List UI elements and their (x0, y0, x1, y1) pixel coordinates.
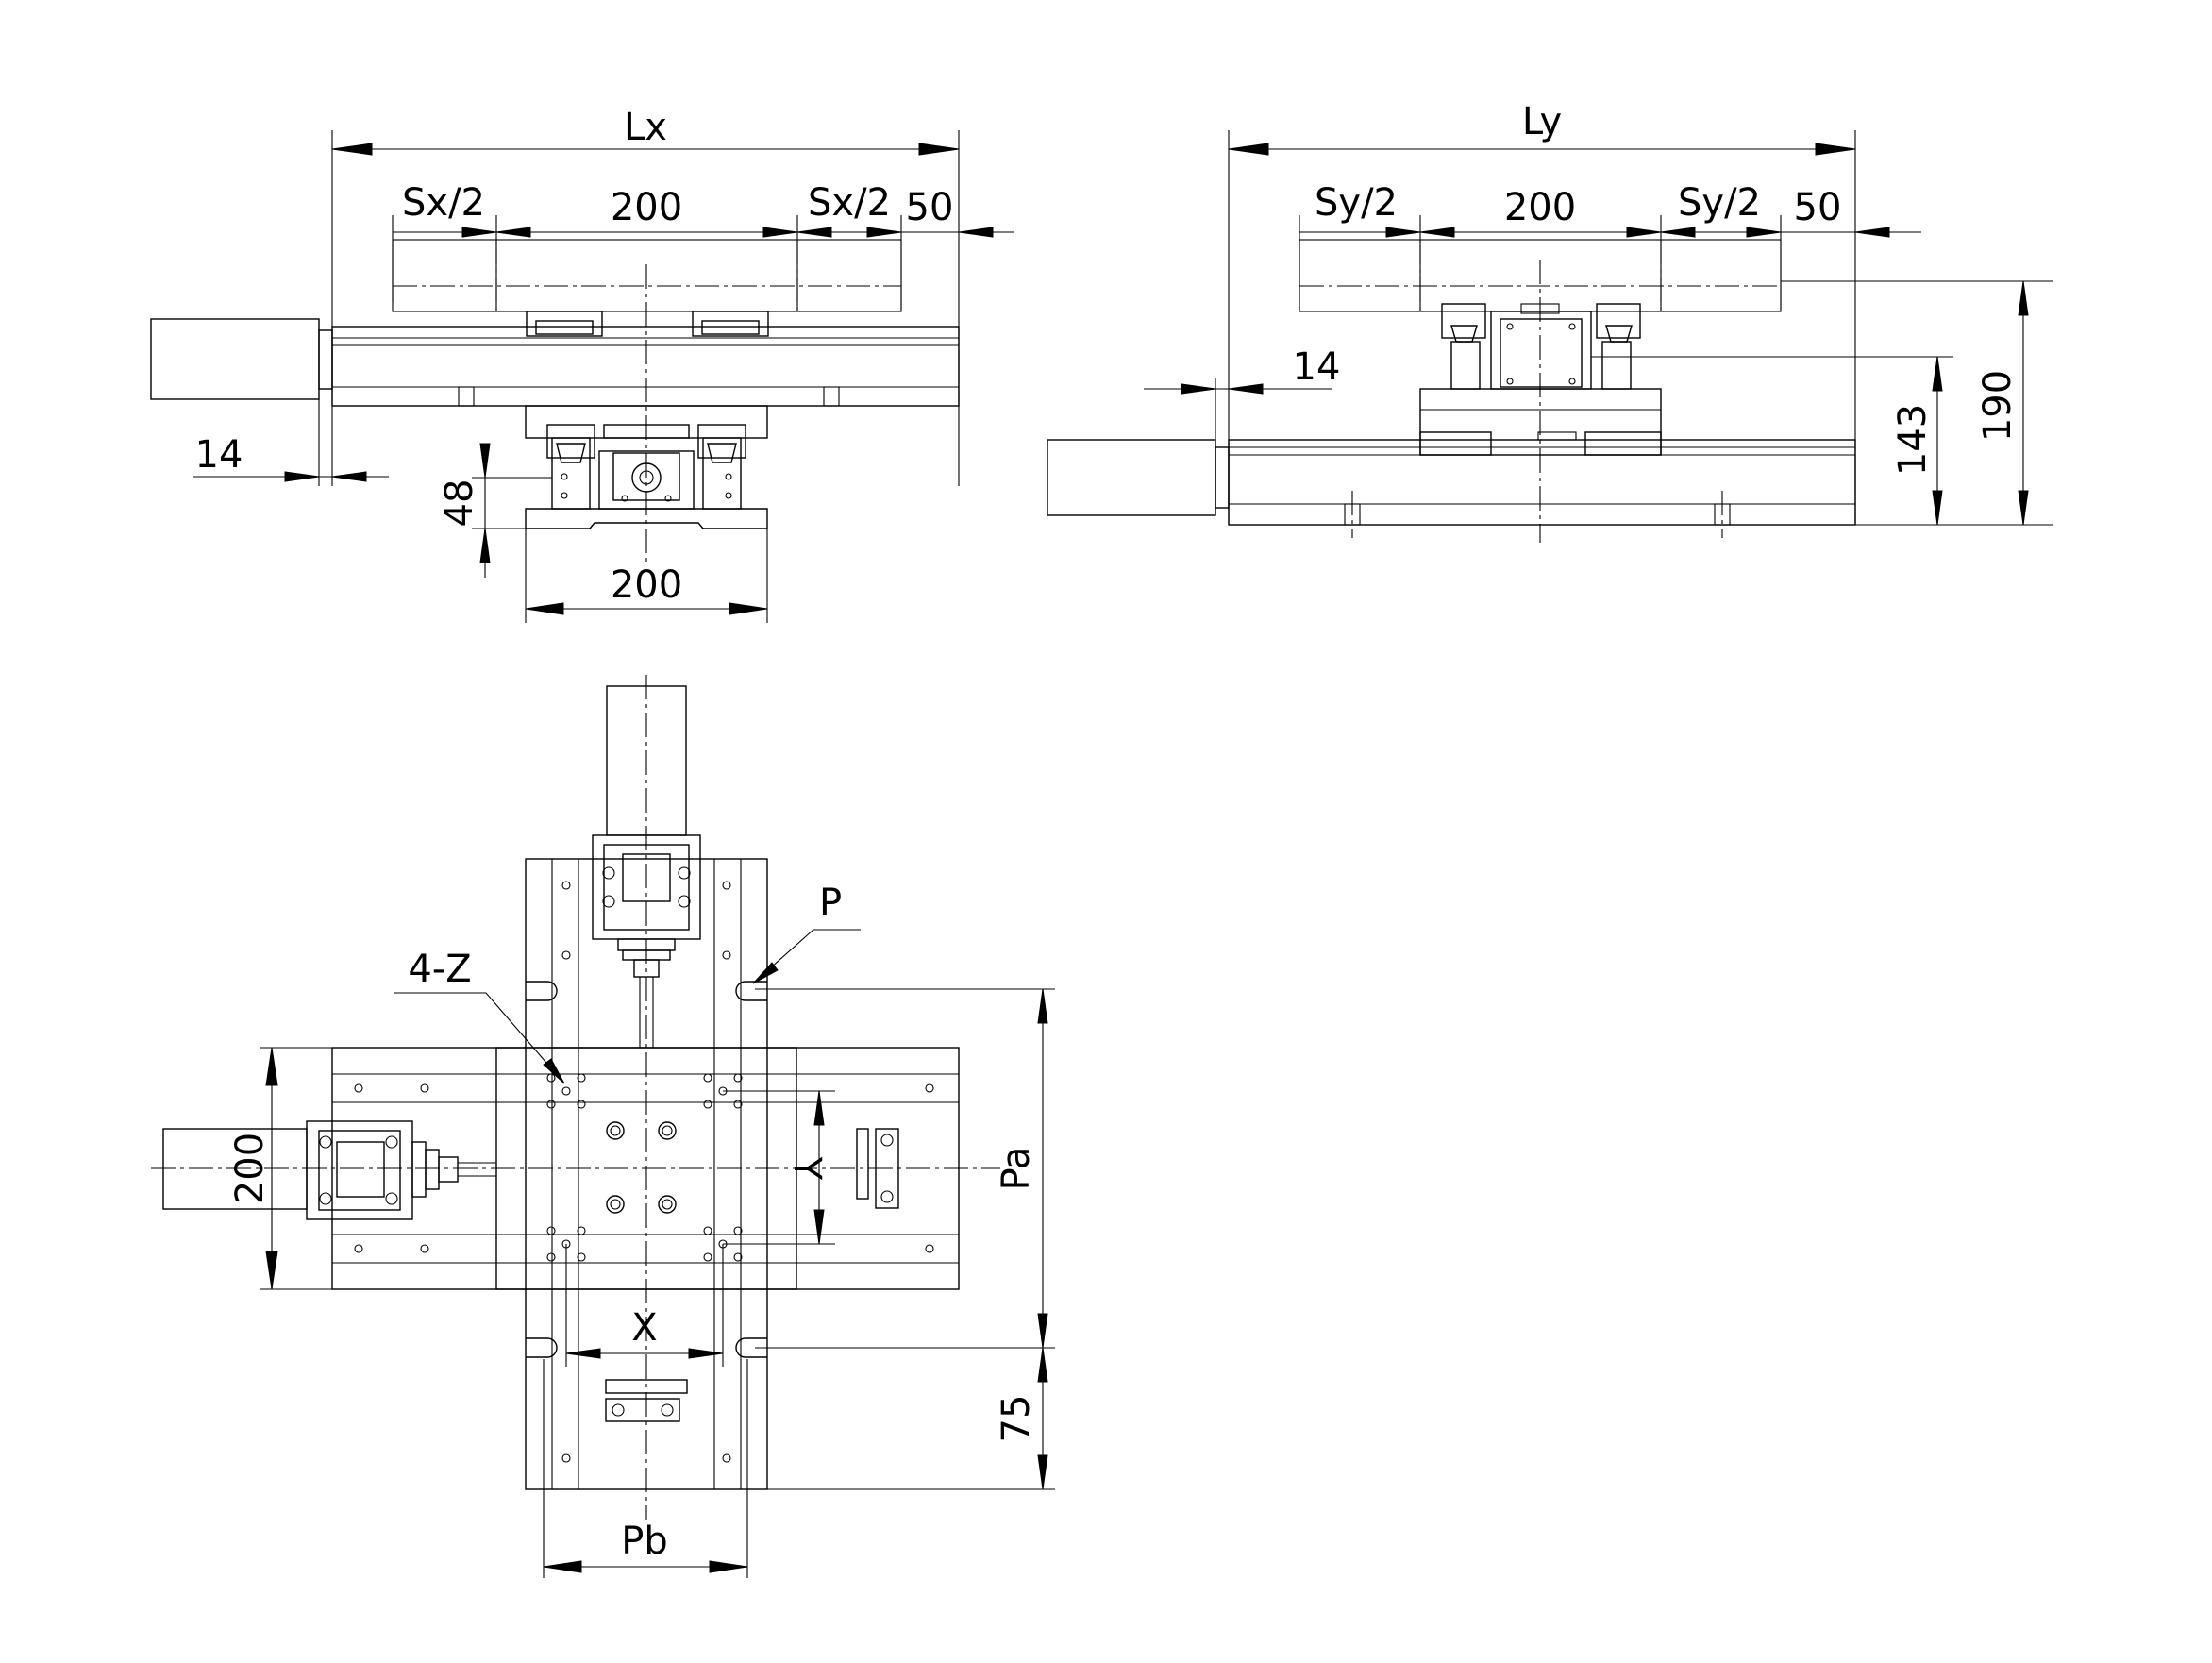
dim-48: 48 (438, 479, 481, 528)
dim-143: 143 (1891, 404, 1935, 476)
dim-50-front: 50 (906, 186, 954, 229)
dim-200-top: 200 (611, 186, 682, 229)
side-view: Ly Sy/2 200 Sy/2 50 (1047, 100, 2053, 543)
hole-pattern-bottom-right (703, 1226, 743, 1262)
dim-pb: Pb (621, 1520, 668, 1563)
dim-200-plan: 200 (228, 1133, 272, 1204)
label-4-z: 4-Z (408, 948, 471, 991)
dim-lx: Lx (624, 106, 667, 149)
dim-14-front: 14 (195, 433, 243, 477)
label-p: P (819, 882, 842, 925)
dim-ly: Ly (1522, 100, 1562, 143)
dim-sx-half-left: Sx/2 (402, 181, 485, 225)
dim-sy-half-right: Sy/2 (1678, 181, 1761, 225)
plan-view: 200 Y X Pa 75 Pb P (151, 675, 1055, 1578)
hole-pattern-top-left (546, 1073, 586, 1109)
dim-sx-half-right: Sx/2 (808, 181, 891, 225)
dim-pa: Pa (995, 1147, 1038, 1191)
dim-50-side: 50 (1794, 186, 1842, 229)
dim-14-side: 14 (1293, 345, 1341, 389)
hole-pattern-top-right (703, 1073, 743, 1109)
dim-sy-half-left: Sy/2 (1315, 181, 1398, 225)
dim-190: 190 (1976, 370, 2019, 442)
dim-y: Y (785, 1156, 829, 1181)
hole-pattern-bottom-left (546, 1226, 586, 1262)
dim-200-front-bottom: 200 (611, 563, 682, 607)
dim-x: X (631, 1306, 657, 1350)
dim-200-side: 200 (1504, 186, 1576, 229)
dim-75: 75 (995, 1395, 1038, 1443)
front-view: Lx Sx/2 200 Sx/2 50 (150, 106, 1014, 623)
